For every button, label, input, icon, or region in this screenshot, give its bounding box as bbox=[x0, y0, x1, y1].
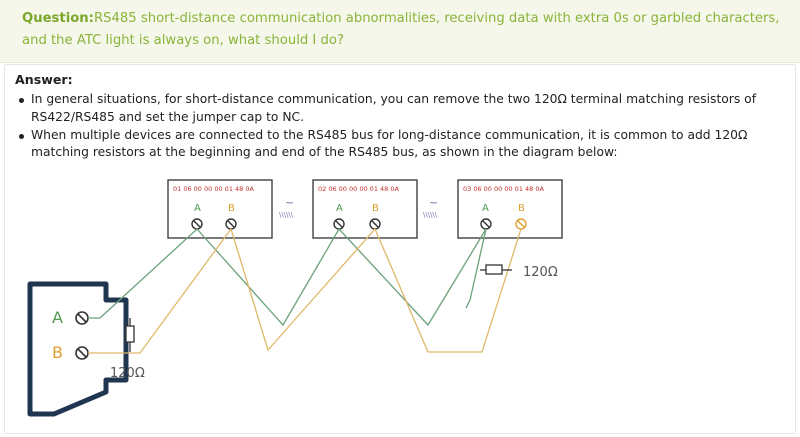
device-3-label-a: A bbox=[482, 203, 489, 214]
master-resistor-icon bbox=[125, 318, 135, 352]
question-panel: Question:RS485 short-distance communicat… bbox=[0, 0, 800, 63]
device-3-terminal-b-icon bbox=[515, 218, 527, 230]
continuation-mark-icon: ~ \\\\\\ bbox=[423, 196, 438, 219]
svg-text:~: ~ bbox=[285, 196, 294, 209]
bus-line-b bbox=[88, 227, 522, 354]
device-3-label-b: B bbox=[518, 203, 525, 214]
device-1-terminal-b-icon bbox=[225, 218, 237, 230]
svg-text:~: ~ bbox=[429, 196, 438, 209]
answer-heading: Answer: bbox=[15, 72, 73, 87]
master-label-b: B bbox=[52, 343, 63, 362]
question-label: Question: bbox=[22, 11, 94, 26]
answer-item: In general situations, for short-distanc… bbox=[17, 91, 787, 127]
master-label-a: A bbox=[52, 308, 63, 327]
device-2-label-b: B bbox=[372, 203, 379, 214]
device-2-label-a: A bbox=[336, 203, 343, 214]
slave-device-1: 01 06 00 00 00 01 48 0A A B bbox=[167, 179, 273, 239]
continuation-mark-icon: ~ \\\\\\ bbox=[279, 196, 294, 219]
device-2-terminal-b-icon bbox=[369, 218, 381, 230]
question-text-block: Question:RS485 short-distance communicat… bbox=[22, 8, 782, 52]
master-resistor-label: 120Ω bbox=[110, 366, 145, 381]
device-2-terminal-a-icon bbox=[333, 218, 345, 230]
question-text: RS485 short-distance communication abnor… bbox=[22, 11, 780, 48]
device-1-code: 01 06 00 00 00 01 48 0A bbox=[173, 185, 254, 193]
terminal-resistor-icon bbox=[480, 264, 512, 275]
device-3-terminal-a-icon bbox=[480, 218, 492, 230]
answer-panel: Answer: In general situations, for short… bbox=[4, 64, 796, 434]
device-3-code: 03 06 00 00 00 01 48 0A bbox=[463, 185, 544, 193]
terminal-resistor-label: 120Ω bbox=[523, 265, 558, 280]
slave-device-2: 02 06 00 00 00 01 48 0A A B bbox=[312, 179, 418, 239]
answer-list: In general situations, for short-distanc… bbox=[17, 91, 787, 162]
master-terminal-b-icon bbox=[75, 346, 89, 360]
slave-device-3: 03 06 00 00 00 01 48 0A A B bbox=[457, 179, 563, 239]
bus-line-a bbox=[88, 227, 487, 327]
svg-text:\\\\\\: \\\\\\ bbox=[279, 211, 294, 219]
master-terminal-a-icon bbox=[75, 311, 89, 325]
device-2-code: 02 06 00 00 00 01 48 0A bbox=[318, 185, 399, 193]
device-1-label-a: A bbox=[194, 203, 201, 214]
device-1-label-b: B bbox=[228, 203, 235, 214]
svg-text:\\\\\\: \\\\\\ bbox=[423, 211, 438, 219]
answer-item: When multiple devices are connected to t… bbox=[17, 127, 787, 163]
device-1-terminal-a-icon bbox=[191, 218, 203, 230]
